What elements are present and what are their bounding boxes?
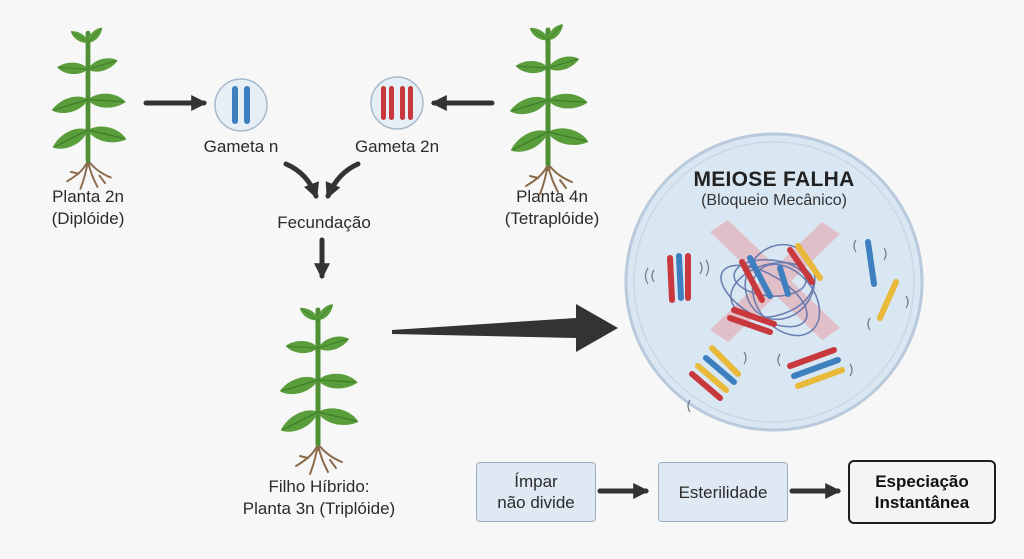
hybrid-plant-ploidy: Planta 3n (Triplóide) xyxy=(242,499,396,518)
diploid-plant-label: Planta 2n (Diplóide) xyxy=(20,186,156,230)
fecundation-label: Fecundação xyxy=(277,213,371,232)
arrow-hybrid-to-meiosis xyxy=(392,304,618,352)
sterility-box: Esterilidade xyxy=(658,462,788,522)
arrow-gamete-n-to-fecundation xyxy=(283,161,319,199)
meiosis-subtitle: (Bloqueio Mecânico) xyxy=(701,192,847,209)
meiosis-title: MEIOSE FALHA xyxy=(693,168,855,191)
arrow-gamete-2n-to-fecundation xyxy=(325,161,361,199)
gamete-n-cell xyxy=(214,78,268,132)
tetraploid-plant xyxy=(507,22,590,194)
speciation-line1: Especiação xyxy=(875,472,969,491)
diploid-plant-ploidy: (Diplóide) xyxy=(51,209,125,228)
no-divide-label: não divide xyxy=(497,493,575,512)
gamete-n-label: Gameta n xyxy=(203,137,279,156)
hybrid-plant-name: Filho Híbrido: xyxy=(268,477,370,496)
odd-label: Ímpar xyxy=(514,472,558,491)
tetraploid-plant-ploidy: (Tetraplóide) xyxy=(504,209,600,228)
diploid-plant-name: Planta 2n xyxy=(52,187,124,206)
diploid-plant xyxy=(49,26,128,189)
meiosis-cell xyxy=(624,132,924,432)
hybrid-plant-label: Filho Híbrido: Planta 3n (Triplóide) xyxy=(214,476,424,520)
tetraploid-plant-label: Planta 4n (Tetraplóide) xyxy=(484,186,620,230)
hybrid-plant xyxy=(277,302,360,474)
speciation-line2: Instantânea xyxy=(874,493,970,512)
odd-no-divide-box: Ímpar não divide xyxy=(476,462,596,522)
speciation-box: Especiação Instantânea xyxy=(848,460,996,524)
gamete-2n-cell xyxy=(370,76,424,130)
tetraploid-plant-name: Planta 4n xyxy=(516,187,588,206)
gamete-2n-label: Gameta 2n xyxy=(354,137,440,156)
